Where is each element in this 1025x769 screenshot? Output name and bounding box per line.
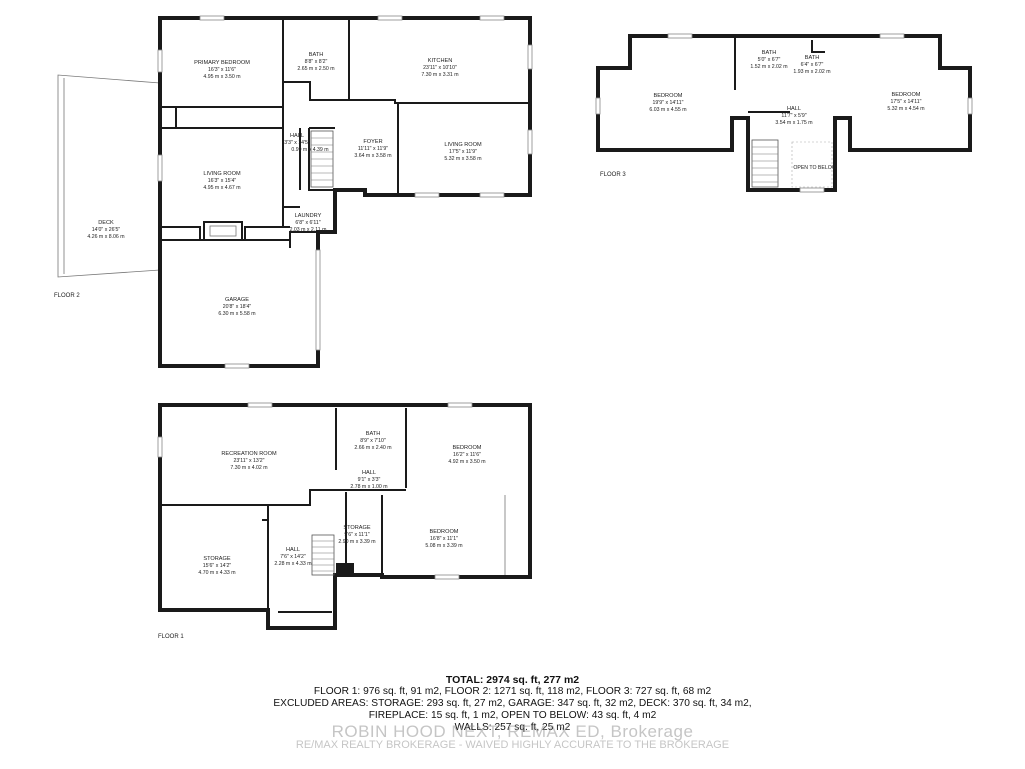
room-dimensions-imperial: 11'7" x 5'9" <box>781 113 806 119</box>
room-dimensions-metric: 2.66 m x 2.40 m <box>354 445 391 451</box>
room-dimensions-metric: 2.78 m x 1.00 m <box>350 484 387 490</box>
room-dimensions-metric: 2.65 m x 2.50 m <box>297 66 334 72</box>
room-name: STORAGE <box>343 525 371 531</box>
room-dimensions-imperial: 7'6" x 14'2" <box>280 554 306 560</box>
room-dimensions-metric: 5.08 m x 3.39 m <box>425 543 462 549</box>
room-name: LIVING ROOM <box>203 171 241 177</box>
room-dimensions-imperial: 17'5" x 14'11" <box>891 99 922 105</box>
room-dimensions-imperial: 23'11" x 13'2" <box>234 458 265 464</box>
room-name: BATH <box>309 52 324 58</box>
floor-2-stairs <box>310 130 334 188</box>
room-dimensions-imperial: 19'9" x 14'11" <box>653 100 684 106</box>
room-dimensions-metric: 4.26 m x 8.06 m <box>87 234 124 240</box>
room-dimensions-imperial: 17'5" x 11'9" <box>449 149 477 155</box>
floor-1-plan: RECREATION ROOM 23'11" x 13'2" 7.30 m x … <box>157 402 532 640</box>
room-dimensions-imperial: 6'8" x 6'11" <box>295 220 320 226</box>
open-to-below-label: OPEN TO BELOW <box>793 165 836 171</box>
mechanical-block <box>336 563 354 577</box>
floor-1-exterior-wall <box>158 403 532 630</box>
floor-label: FLOOR 1 <box>158 634 184 640</box>
room-name: BEDROOM <box>892 92 921 98</box>
room-dimensions-imperial: 8'9" x 7'10" <box>360 438 386 444</box>
room-dimensions-metric: 6.30 m x 5.58 m <box>218 311 255 317</box>
room-dimensions-imperial: 14'0" x 26'5" <box>92 227 121 233</box>
room-name: HALL <box>286 547 300 553</box>
room-dimensions-imperial: 16'3" x 11'6" <box>208 67 236 73</box>
room-dimensions-metric: 2.90 m x 3.39 m <box>338 539 375 545</box>
room-dimensions-metric: 6.03 m x 4.55 m <box>649 107 686 113</box>
room-dimensions-metric: 4.92 m x 3.50 m <box>448 459 485 465</box>
floor-1-stairs <box>311 534 335 576</box>
room-dimensions-imperial: 11'11" x 11'9" <box>358 146 388 152</box>
room-dimensions-metric: 2.03 m x 2.11 m <box>290 227 327 233</box>
room-name: BATH <box>366 431 381 437</box>
room-name: HALL <box>787 106 801 112</box>
room-dimensions-metric: 4.95 m x 3.50 m <box>203 74 240 80</box>
room-dimensions-imperial: 5'0" x 6'7" <box>758 57 781 63</box>
room-dimensions-imperial: 3'3" x 14'5" <box>284 140 310 146</box>
room-name: FOYER <box>363 139 382 145</box>
room-dimensions-imperial: 16'3" x 15'4" <box>208 178 237 184</box>
floor-label: FLOOR 2 <box>54 293 80 299</box>
room-dimensions-metric: 5.32 m x 4.54 m <box>887 106 924 112</box>
room-name: HALL <box>290 133 304 139</box>
room-dimensions-imperial: 8'8" x 8'2" <box>305 59 328 65</box>
room-name: BEDROOM <box>453 445 482 451</box>
room-dimensions-imperial: 15'6" x 14'2" <box>203 563 232 569</box>
room-name: BATH <box>762 50 777 56</box>
room-name: HALL <box>362 470 376 476</box>
room-name: LAUNDRY <box>295 213 322 219</box>
room-dimensions-metric: 4.95 m x 4.67 m <box>203 185 240 191</box>
room-name: LIVING ROOM <box>444 142 482 148</box>
floor-3-plan: BEDROOM 19'9" x 14'11" 6.03 m x 4.55 m B… <box>595 33 973 193</box>
room-dimensions-metric: 3.54 m x 1.75 m <box>775 120 812 126</box>
room-dimensions-imperial: 23'11" x 10'10" <box>423 65 457 71</box>
room-dimensions-metric: 0.99 m x 4.39 m <box>291 147 328 153</box>
room-name: GARAGE <box>225 297 249 303</box>
room-dimensions-metric: 1.93 m x 2.02 m <box>793 69 830 75</box>
room-dimensions-metric: 5.32 m x 3.58 m <box>444 156 481 162</box>
area-summary: TOTAL: 2974 sq. ft, 277 m2 FLOOR 1: 976 … <box>0 674 1025 734</box>
room-name: BATH <box>805 55 820 61</box>
room-dimensions-imperial: 16'2" x 11'6" <box>453 452 481 458</box>
floor-2-plan: PRIMARY BEDROOM 16'3" x 11'6" 4.95 m x 3… <box>54 15 533 369</box>
room-dimensions-metric: 4.70 m x 4.33 m <box>198 570 235 576</box>
room-name: DECK <box>98 220 114 226</box>
room-dimensions-imperial: 6'4" x 6'7" <box>801 62 824 68</box>
room-dimensions-metric: 7.30 m x 4.02 m <box>230 465 267 471</box>
room-dimensions-imperial: 9'1" x 3'3" <box>358 477 381 483</box>
room-name: KITCHEN <box>428 58 453 64</box>
room-dimensions-imperial: 9'6" x 11'1" <box>344 532 369 538</box>
room-name: STORAGE <box>203 556 231 562</box>
deck-outline <box>57 74 161 278</box>
room-name: BEDROOM <box>430 529 459 535</box>
room-name: BEDROOM <box>654 93 683 99</box>
floor-label: FLOOR 3 <box>600 172 626 178</box>
floor-areas: FLOOR 1: 976 sq. ft, 91 m2, FLOOR 2: 127… <box>313 686 712 697</box>
room-dimensions-metric: 3.64 m x 3.58 m <box>354 153 391 159</box>
room-name: RECREATION ROOM <box>221 451 277 457</box>
floor-3-exterior-wall <box>596 34 972 192</box>
room-dimensions-imperial: 16'8" x 11'1" <box>430 536 458 542</box>
room-dimensions-metric: 1.52 m x 2.02 m <box>750 64 787 70</box>
room-dimensions-metric: 2.28 m x 4.33 m <box>274 561 311 567</box>
room-dimensions-imperial: 20'8" x 18'4" <box>223 304 252 310</box>
room-dimensions-metric: 7.30 m x 3.31 m <box>421 72 458 78</box>
floor-2-exterior-wall <box>158 16 532 368</box>
room-name: PRIMARY BEDROOM <box>194 60 250 66</box>
excluded-areas: EXCLUDED AREAS: STORAGE: 293 sq. ft, 27 … <box>273 698 752 709</box>
excluded-areas-continued: FIREPLACE: 15 sq. ft, 1 m2, OPEN TO BELO… <box>368 710 657 721</box>
total-area: TOTAL: 2974 sq. ft, 277 m2 <box>445 674 580 686</box>
floor-3-stairs <box>751 139 833 188</box>
walls-area: WALLS: 257 sq. ft, 25 m2 <box>454 722 571 733</box>
